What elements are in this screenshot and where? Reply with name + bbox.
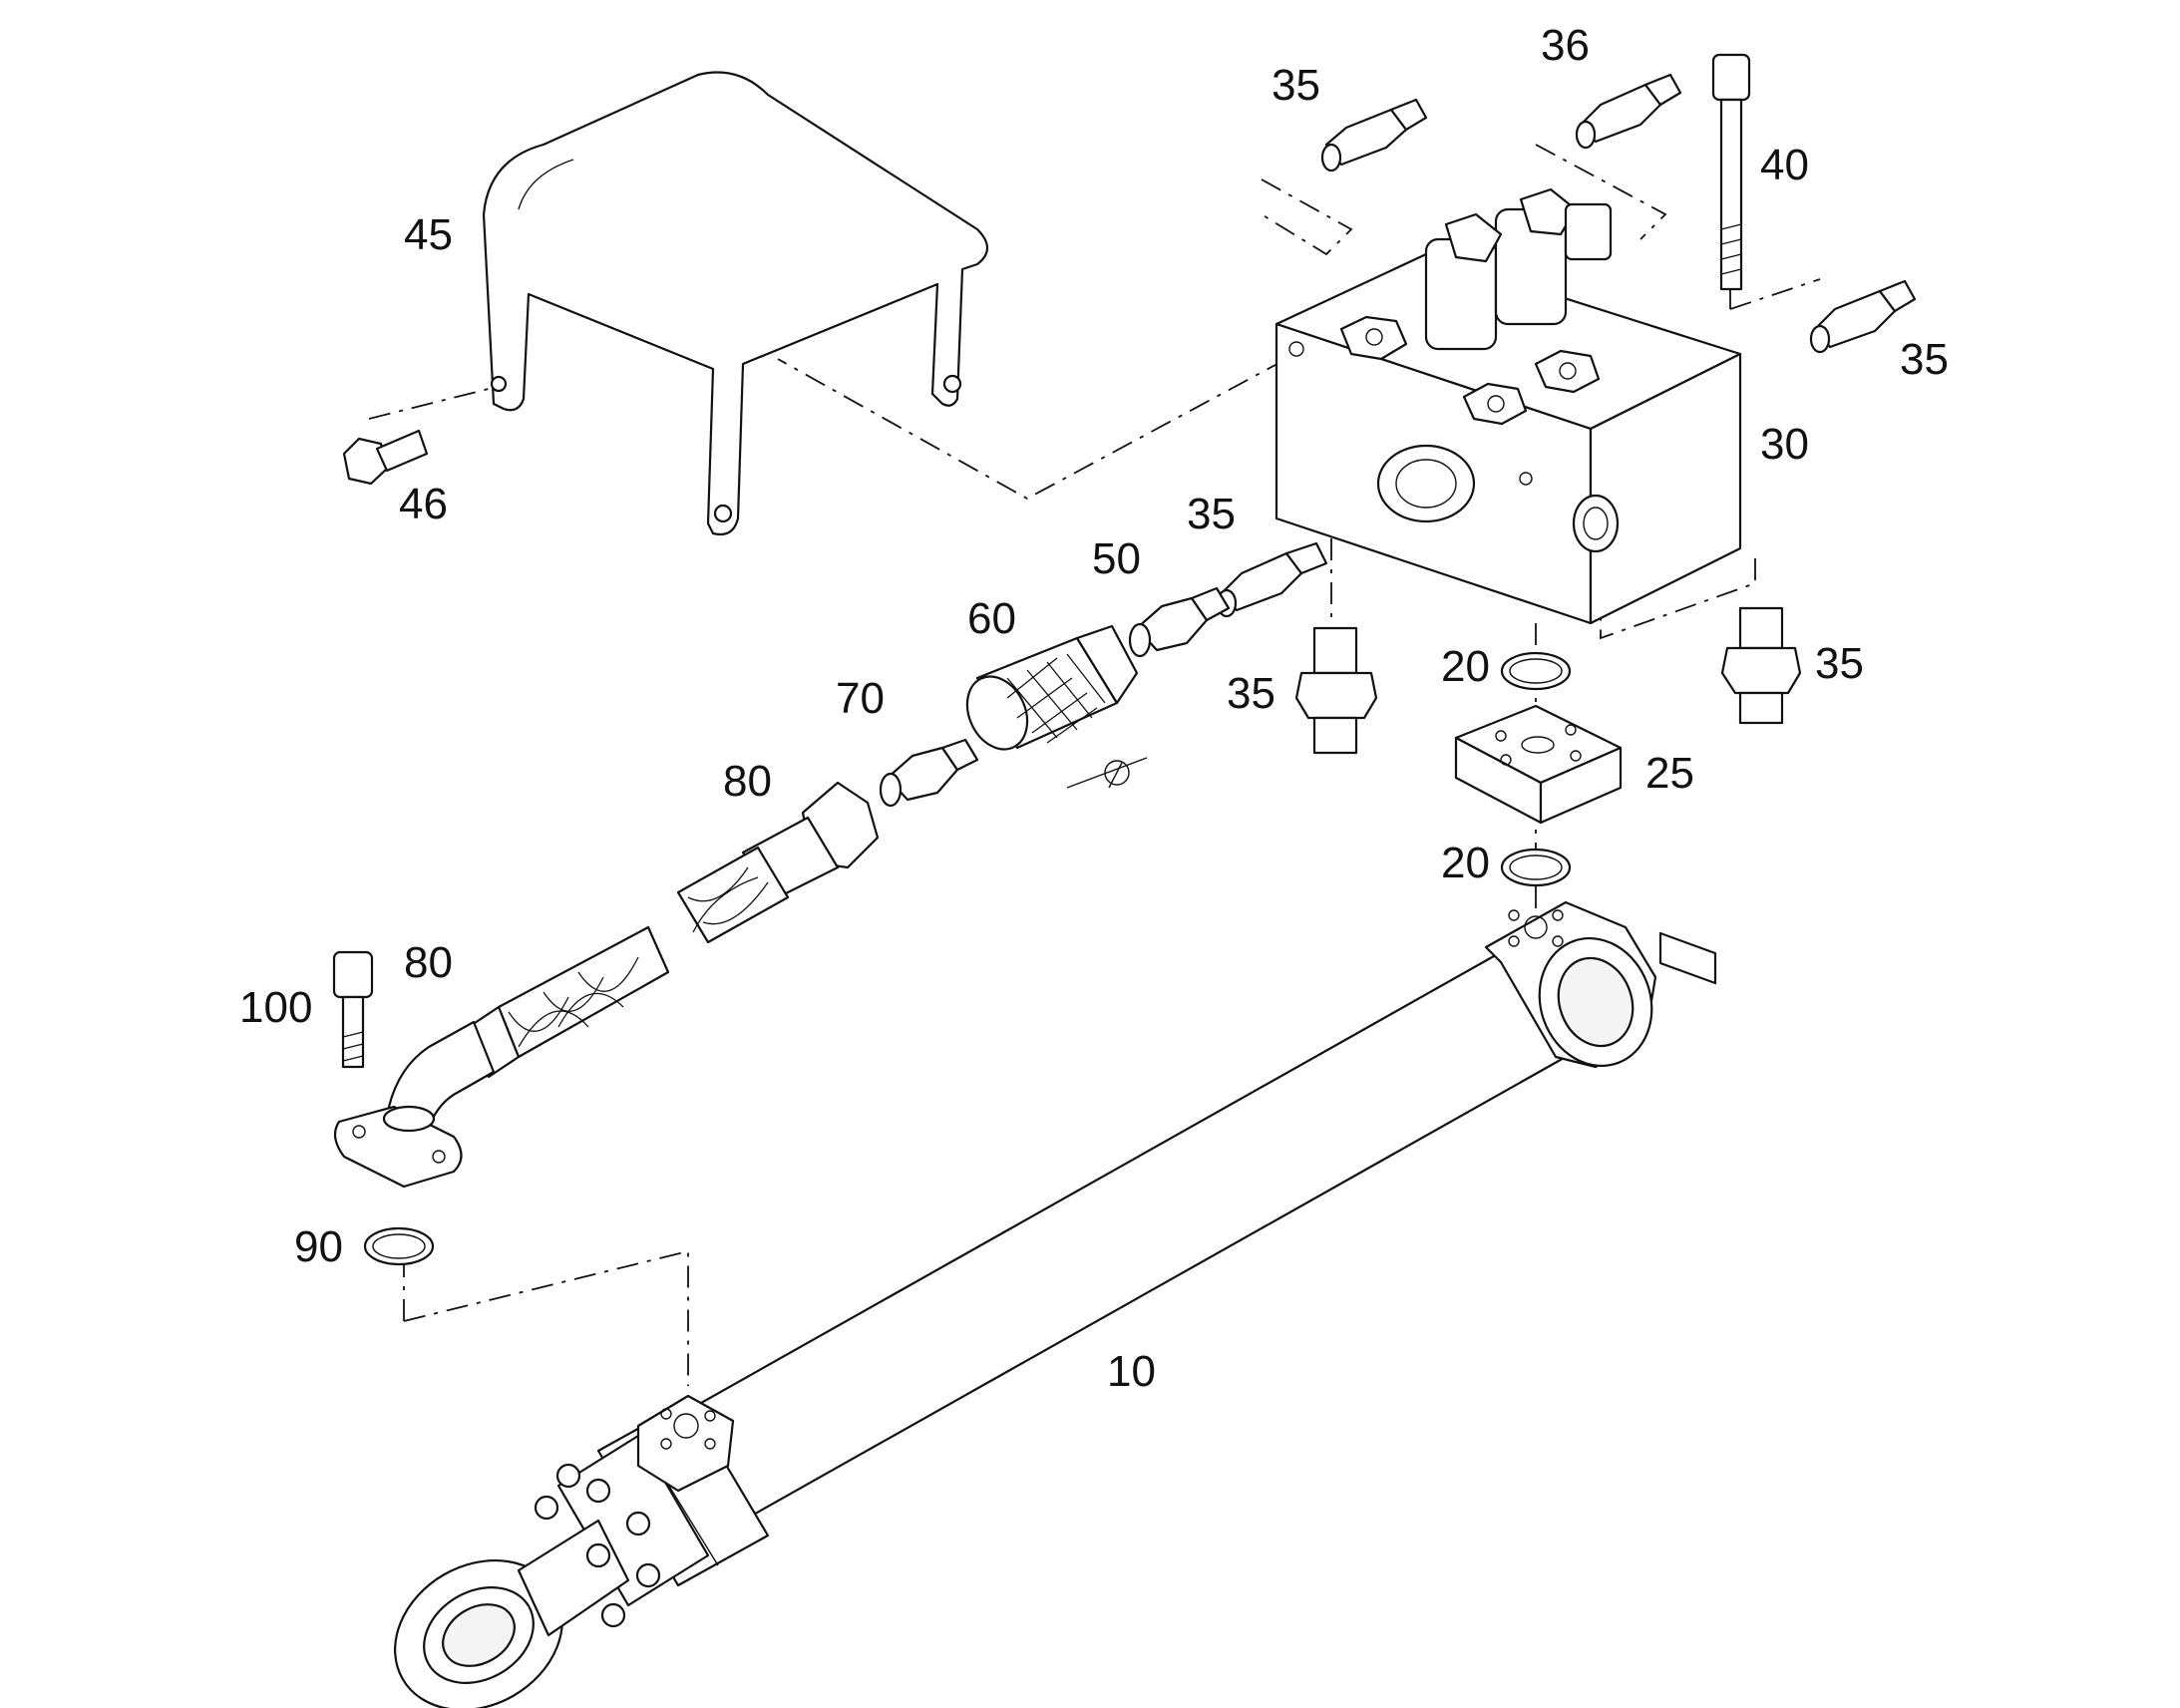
valve-block-30: [1274, 187, 1742, 985]
callout-70: 70: [836, 674, 885, 723]
fitting-35-top: [1320, 98, 1428, 172]
callout-30: 30: [1760, 420, 1809, 469]
callout-60: 60: [967, 594, 1016, 643]
callout-35: 35: [1900, 335, 1949, 384]
callout-35: 35: [1187, 490, 1236, 538]
adapter-70: [879, 738, 979, 808]
callout-46: 46: [399, 480, 448, 528]
callout-90: 90: [294, 1222, 343, 1271]
solenoid-valves: [1424, 187, 1613, 351]
fitting-35-lower: [1294, 626, 1378, 755]
flange-90-clamp: [333, 1105, 463, 1189]
spacer-block-25: [1454, 704, 1623, 825]
check-valve-symbol: [1066, 757, 1148, 789]
check-valve-60: [965, 624, 1148, 789]
callouts: 10 20 20 25 30 35 35 35 35 35 36 40 45 46 50 60 70 80 80 90…: [239, 21, 1949, 1396]
callout-35: 35: [1272, 61, 1320, 110]
callout-45: 45: [404, 210, 453, 259]
callout-40: 40: [1760, 141, 1809, 189]
callout-100: 100: [239, 983, 312, 1032]
flange-bolts: [534, 1463, 661, 1628]
socket-bolt-100: [332, 950, 374, 1069]
o-ring-20-upper: [1500, 651, 1572, 691]
rod-eye: [394, 1519, 630, 1708]
callout-20: 20: [1441, 642, 1490, 691]
o-ring-90: [363, 1226, 435, 1266]
port-nuts: [1339, 315, 1601, 426]
socket-bolt-40: [1711, 53, 1751, 291]
callout-35: 35: [1815, 639, 1864, 688]
hydraulic-cylinder-10: [394, 900, 1657, 1708]
base-port-block: [636, 1394, 735, 1493]
fitting-35-lower-right: [1720, 606, 1802, 725]
hex-bolt-46: [342, 429, 429, 486]
callout-80: 80: [404, 938, 453, 987]
o-ring-20-lower: [1500, 848, 1572, 887]
hose-assembly-80: [387, 781, 880, 1139]
callout-25: 25: [1645, 749, 1694, 798]
fitting-36: [1575, 73, 1682, 150]
head-eye-end: [1484, 900, 1657, 1069]
guard-bracket-45: [482, 71, 989, 536]
callout-80: 80: [723, 757, 772, 806]
adapter-50: [1128, 586, 1231, 658]
callout-50: 50: [1092, 534, 1141, 583]
fitting-35-right: [1809, 279, 1917, 354]
callout-35: 35: [1227, 669, 1275, 718]
fitting-35-mid: [1216, 541, 1328, 618]
callout-20: 20: [1441, 839, 1490, 887]
callout-36: 36: [1541, 21, 1590, 70]
callout-10: 10: [1107, 1347, 1156, 1396]
